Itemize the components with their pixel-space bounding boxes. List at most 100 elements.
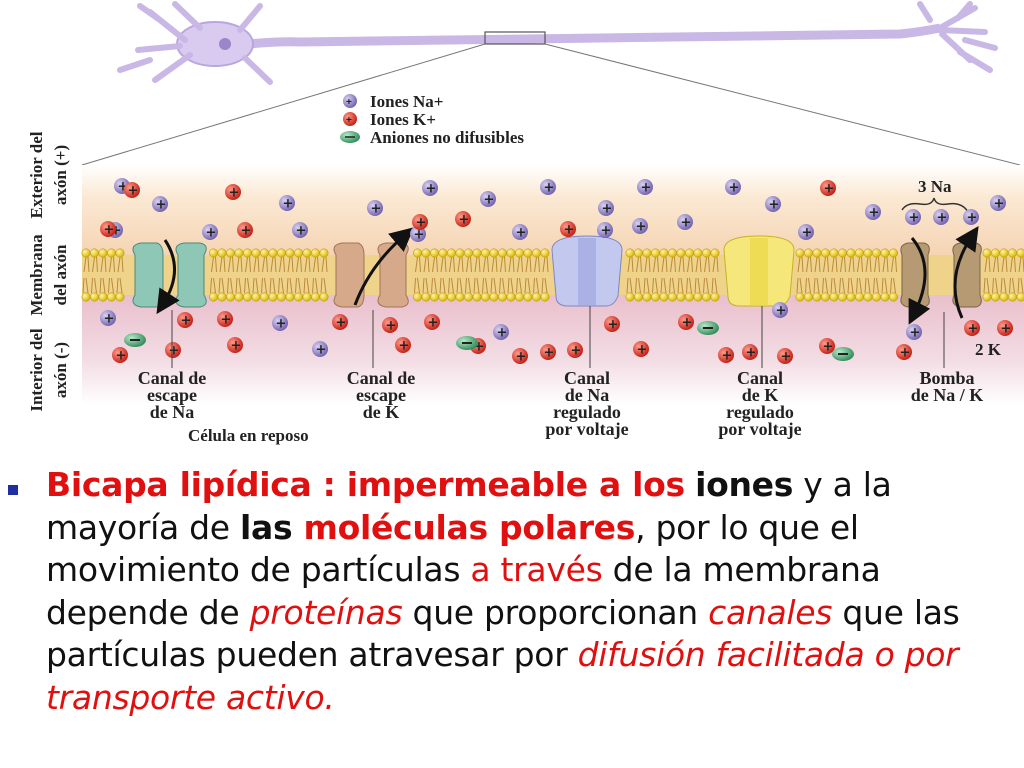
channel-label-line: regulado — [726, 402, 794, 422]
text-las: las — [239, 507, 293, 547]
side-label-line: axón (-) — [51, 342, 70, 398]
k-ion — [412, 214, 428, 230]
legend-anion-label: Aniones no difusibles — [370, 128, 524, 147]
svg-text:+: + — [769, 198, 780, 213]
na-ion — [798, 224, 814, 240]
svg-text:+: + — [111, 224, 122, 239]
channel-label-line: Bomba — [919, 368, 974, 388]
channel-label-line: de K — [742, 385, 779, 405]
channel-label-line: de Na — [565, 385, 610, 405]
na-ion — [765, 196, 781, 212]
svg-text:+: + — [283, 197, 294, 212]
svg-text:+: + — [241, 224, 252, 239]
svg-text:+: + — [909, 211, 920, 226]
svg-text:+: + — [206, 226, 217, 241]
svg-text:+: + — [169, 344, 180, 359]
na-leak-channel — [132, 242, 207, 308]
na-ion — [493, 324, 509, 340]
side-label-band — [0, 100, 82, 455]
svg-text:+: + — [900, 346, 911, 361]
text-proteinas: proteínas — [249, 592, 403, 632]
svg-text:+: + — [116, 349, 127, 364]
svg-text:+: + — [346, 97, 352, 108]
k-ion — [997, 320, 1013, 336]
side-label-line: Exterior del — [27, 131, 46, 218]
k-ion — [395, 337, 411, 353]
svg-text:+: + — [118, 180, 129, 195]
membrane-diagram: + Iones Na+ + Iones K+ Aniones no difusi… — [0, 1, 1024, 455]
channel-label-line: por voltaje — [718, 419, 801, 439]
na-ion — [100, 310, 116, 326]
channel-label-line: regulado — [553, 402, 621, 422]
k-voltage-channel — [723, 235, 795, 307]
na-ion — [292, 222, 308, 238]
k-ion — [567, 342, 583, 358]
channel-label-line: de Na — [150, 402, 195, 422]
svg-text:+: + — [474, 340, 485, 355]
svg-text:+: + — [776, 304, 787, 319]
text-a-traves: a través — [470, 550, 603, 589]
svg-text:+: + — [516, 350, 527, 365]
na-ion — [480, 191, 496, 207]
bullet-paragraph: Bicapa lipídica : impermeable a los ione… — [46, 464, 1011, 719]
side-label-line: del axón — [51, 244, 70, 305]
svg-text:+: + — [231, 339, 242, 354]
na-ion — [772, 302, 788, 318]
text-mayoria: y a la mayoría de — [46, 465, 892, 547]
svg-text:+: + — [824, 182, 835, 197]
svg-text:+: + — [937, 211, 948, 226]
na-ion — [963, 209, 979, 225]
svg-text:+: + — [729, 181, 740, 196]
svg-text:+: + — [571, 344, 582, 359]
k-ion — [165, 342, 181, 358]
channel-label-line: Canal de — [138, 368, 207, 388]
svg-text:+: + — [386, 319, 397, 334]
k-ion — [964, 320, 980, 336]
ion-flow-arrows — [156, 197, 979, 325]
svg-text:+: + — [316, 343, 327, 358]
svg-text:+: + — [564, 223, 575, 238]
text-movimiento: , por lo que el movimiento de partículas — [46, 507, 859, 590]
k-ion — [124, 182, 140, 198]
k-ion — [424, 314, 440, 330]
k-ion — [112, 347, 128, 363]
na-ion — [677, 214, 693, 230]
k-ion — [678, 314, 694, 330]
svg-text:+: + — [426, 182, 437, 197]
svg-text:+: + — [428, 316, 439, 331]
pump-na-label: 3 Na — [918, 177, 952, 196]
legend-k-icon — [343, 112, 357, 126]
legend-na-icon — [343, 94, 357, 108]
na-ion — [597, 222, 613, 238]
svg-text:+: + — [484, 193, 495, 208]
k-ion — [177, 312, 193, 328]
na-ion — [540, 179, 556, 195]
text-bicapa: Bicapa lipídica : impermeable a los — [46, 465, 685, 504]
svg-text:+: + — [336, 316, 347, 331]
na-ion — [990, 195, 1006, 211]
side-label-line: axón (+) — [51, 145, 70, 205]
na-ion — [906, 324, 922, 340]
svg-text:+: + — [781, 350, 792, 365]
svg-text:+: + — [869, 206, 880, 221]
channel-label-line: Canal — [564, 368, 610, 388]
svg-text:+: + — [967, 211, 978, 226]
svg-text:+: + — [636, 220, 647, 235]
neuron-illustration — [81, 1, 1021, 166]
k-ion — [777, 348, 793, 364]
svg-text:+: + — [229, 186, 240, 201]
svg-text:+: + — [602, 202, 613, 217]
svg-text:+: + — [544, 346, 555, 361]
text-proporcionan: que proporcionan — [402, 592, 709, 632]
k-ion — [512, 348, 528, 364]
k-ion — [560, 221, 576, 237]
na-ion — [410, 226, 426, 242]
svg-text:+: + — [637, 343, 648, 358]
text-membrana: de la membrana depende de — [46, 550, 881, 632]
k-ion — [896, 344, 912, 360]
na-ion — [933, 209, 949, 225]
k-ion — [225, 184, 241, 200]
na-ion — [865, 204, 881, 220]
svg-text:+: + — [601, 224, 612, 239]
